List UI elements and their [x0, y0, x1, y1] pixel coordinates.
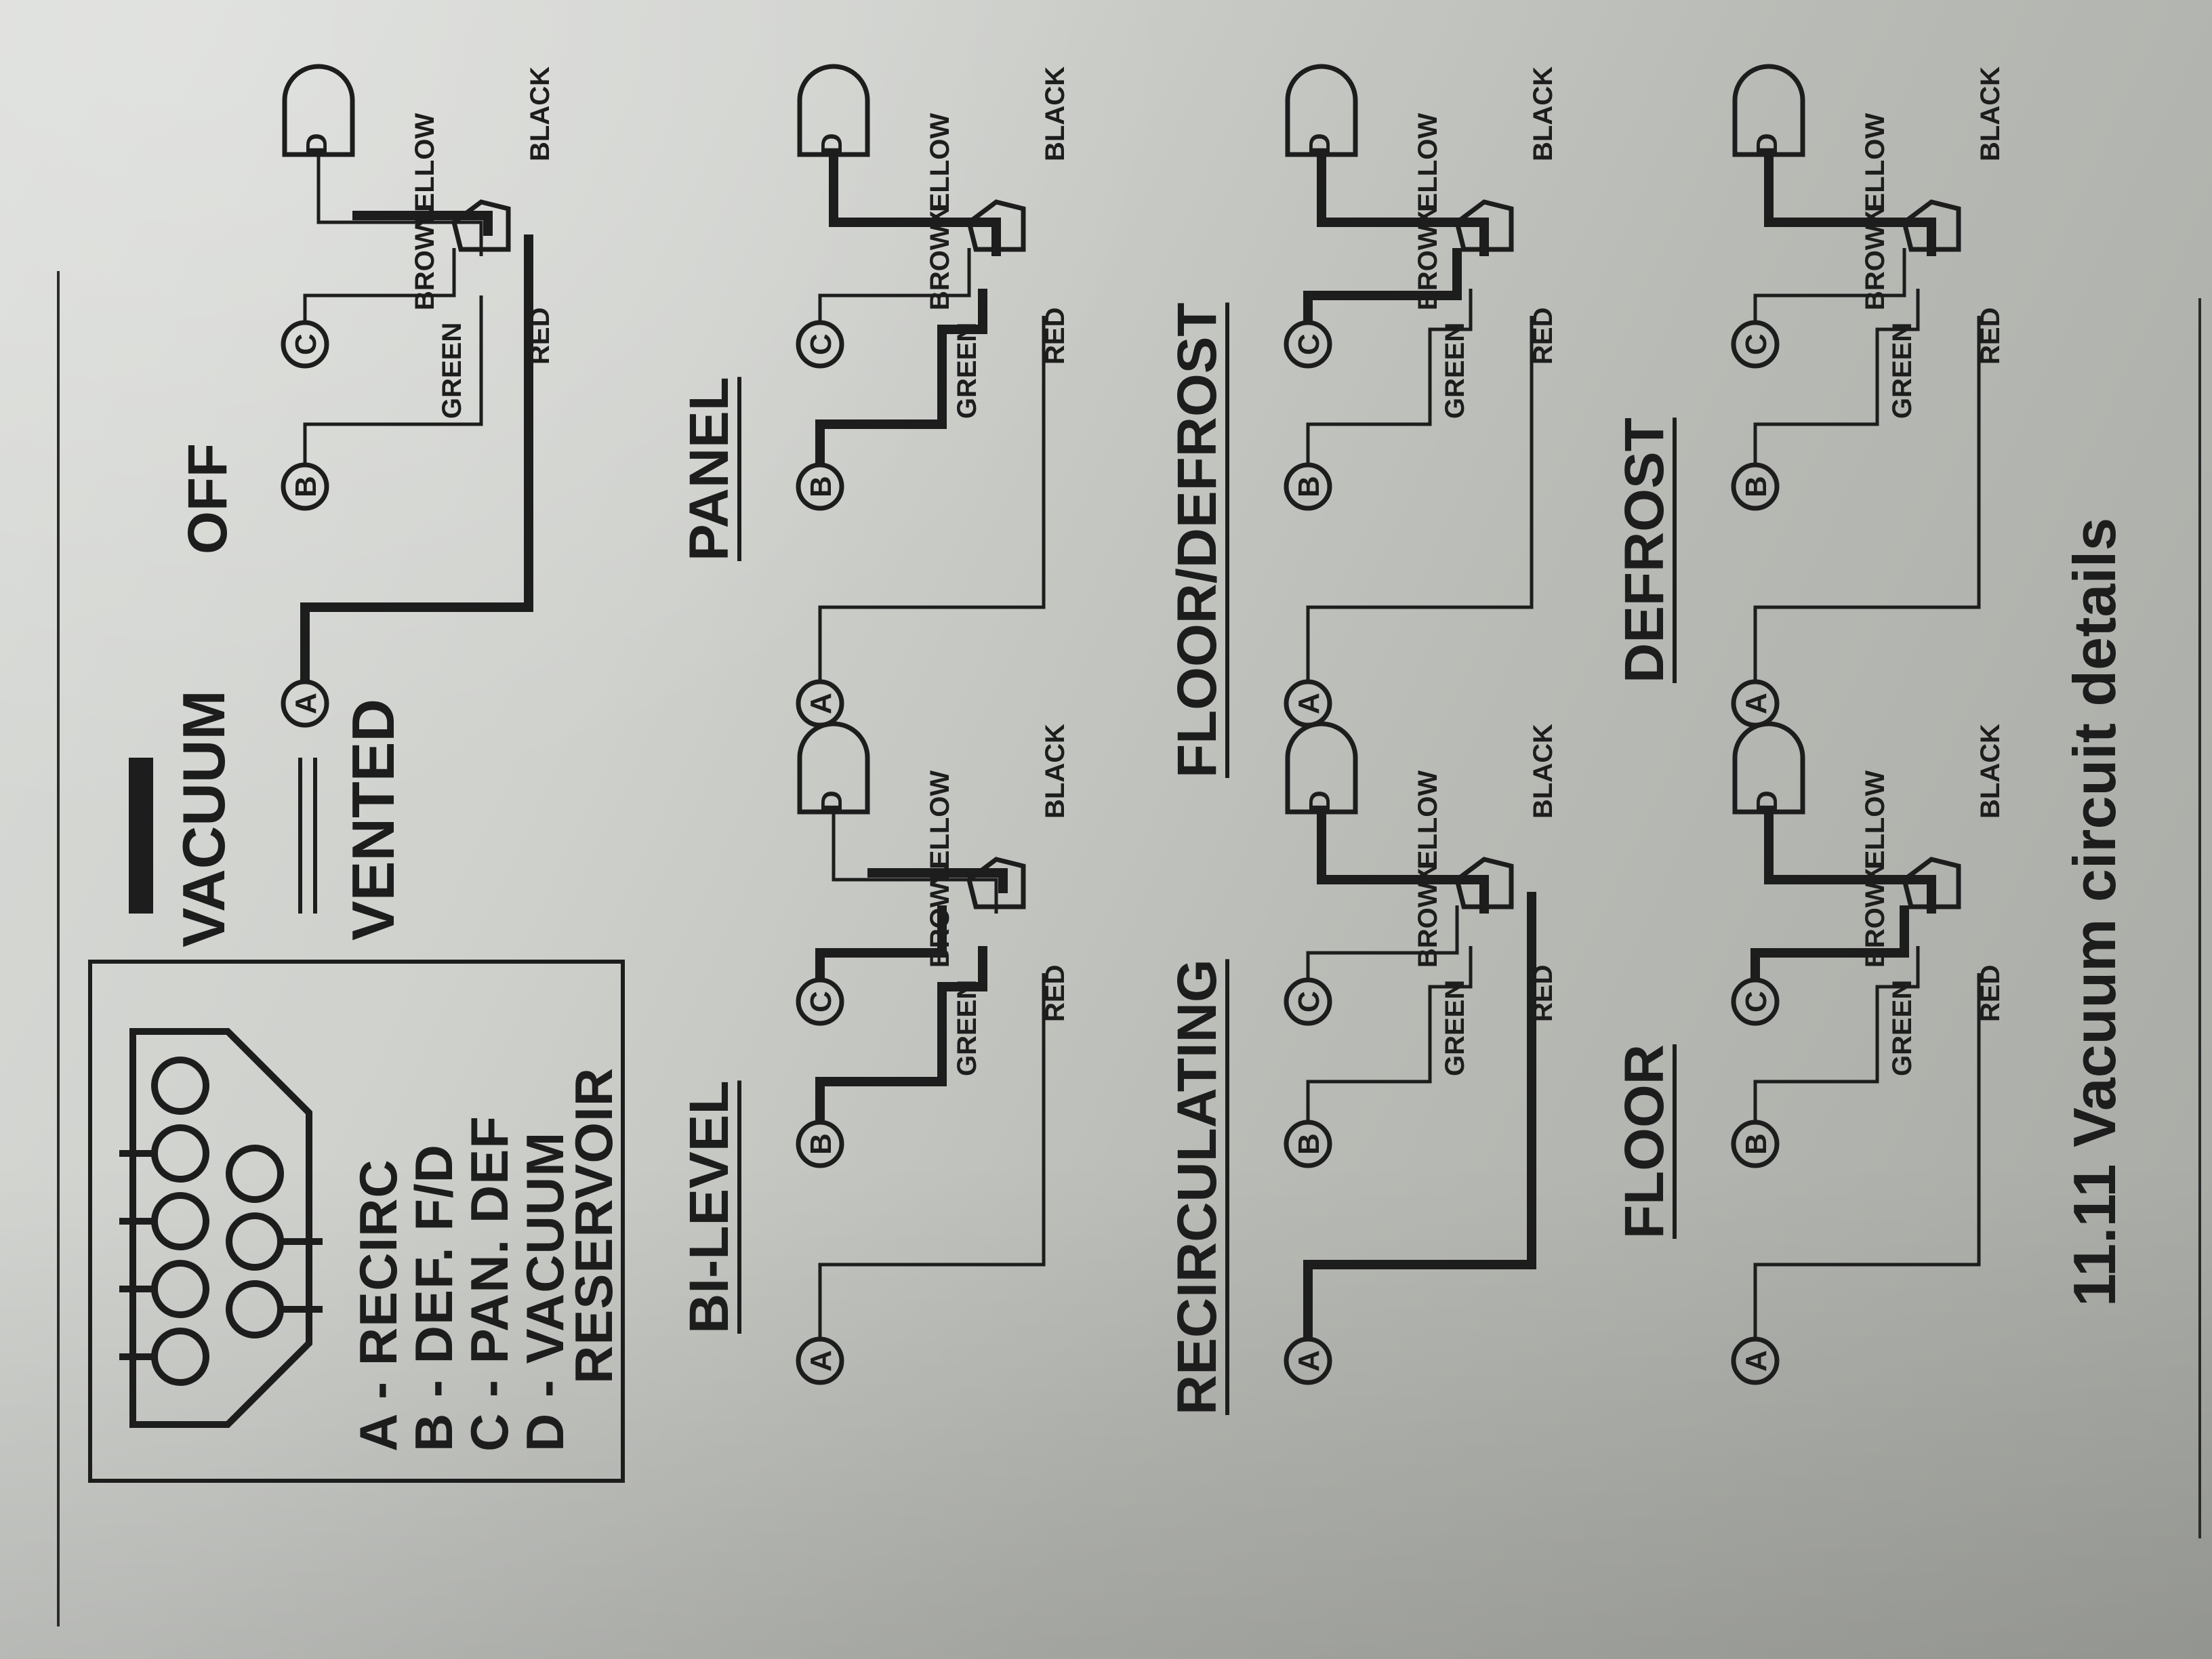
circuit-diagram-bi-level: D A B C GREEN BROWN YELLOW RED BLACK: [796, 721, 1070, 1385]
panel-defrost: D A B C GREEN BROWN YELLOW RED BLACK: [1708, 33, 2006, 744]
legend-box: A - RECIRC B - DEF. F/D C - PAN. DEF D -…: [88, 960, 625, 1483]
svg-text:A: A: [1292, 693, 1326, 714]
svg-text:BROWN: BROWN: [1860, 205, 1890, 310]
legend-line-b: B - DEF. F/D: [404, 1144, 464, 1452]
svg-text:BLACK: BLACK: [1975, 66, 2005, 161]
circuit-diagram-floor: D A B C GREEN BROWN YELLOW RED BLACK: [1731, 721, 2005, 1385]
svg-text:RED: RED: [1040, 965, 1070, 1022]
panel-title-defrost: DEFROST: [1614, 417, 1675, 683]
panel-title-floor: FLOOR: [1614, 1044, 1675, 1239]
svg-text:B: B: [1740, 1133, 1773, 1155]
wire-label-green: GREEN: [437, 323, 467, 419]
svg-text:A: A: [1740, 1350, 1773, 1372]
svg-text:B: B: [804, 476, 838, 497]
svg-text:RED: RED: [1975, 965, 2005, 1022]
svg-text:RED: RED: [1528, 308, 1558, 365]
svg-text:D: D: [815, 790, 848, 812]
svg-text:A: A: [804, 693, 838, 714]
svg-text:RED: RED: [1528, 965, 1558, 1022]
svg-text:C: C: [804, 991, 838, 1012]
wire-label-black: BLACK: [525, 66, 555, 161]
svg-text:A: A: [1740, 693, 1773, 714]
svg-text:GREEN: GREEN: [952, 980, 982, 1076]
svg-text:B: B: [1292, 1133, 1326, 1155]
svg-text:BLACK: BLACK: [1528, 66, 1558, 161]
panel-title-bi-level: BI-LEVEL: [678, 1080, 740, 1334]
svg-text:GREEN: GREEN: [1887, 980, 1917, 1076]
svg-text:BROWN: BROWN: [1413, 862, 1443, 968]
port-letter-b: B: [289, 476, 323, 497]
svg-text:YELLOW: YELLOW: [925, 771, 955, 886]
port-letter-a: A: [289, 693, 323, 714]
svg-text:BLACK: BLACK: [1528, 724, 1558, 819]
legend-line-a: A - RECIRC: [348, 1159, 408, 1452]
svg-text:YELLOW: YELLOW: [925, 113, 955, 229]
wire-label-yellow: YELLOW: [410, 113, 440, 229]
page-rule-bottom: [2198, 298, 2201, 1538]
svg-text:YELLOW: YELLOW: [1413, 113, 1443, 229]
key-vented-swatch: [298, 758, 317, 914]
panel-floor-defrost: D A B C GREEN BROWN YELLOW RED BLACK: [1261, 33, 1559, 744]
svg-text:YELLOW: YELLOW: [1413, 771, 1443, 886]
svg-text:YELLOW: YELLOW: [1860, 113, 1890, 229]
panel-bi-level: D A B C GREEN BROWN YELLOW RED BLACK: [773, 690, 1071, 1401]
figure-caption: 11.11 Vacuum circuit details: [2061, 517, 2128, 1307]
svg-text:BROWN: BROWN: [925, 205, 955, 310]
panel-off: D A B C GREEN BROWN YELLOW RED BLACK: [258, 33, 556, 744]
panel-recirculating: D A B C GREEN BROWN YELLOW RED BLACK: [1261, 690, 1559, 1401]
page-rule-top: [57, 271, 60, 1626]
circuit-diagram-panel: D A B C GREEN BROWN YELLOW RED BLACK: [796, 64, 1070, 728]
panel-title-recirculating: RECIRCULATING: [1166, 959, 1228, 1415]
panel-title-floor-defrost: FLOOR/DEFROST: [1166, 302, 1228, 778]
svg-text:RED: RED: [1040, 308, 1070, 365]
svg-text:C: C: [804, 333, 838, 355]
svg-text:BROWN: BROWN: [1860, 862, 1890, 968]
key-vacuum-label: VACUUM: [170, 690, 237, 947]
wire-label-red: RED: [525, 308, 555, 365]
panel-panel: D A B C GREEN BROWN YELLOW RED BLACK: [773, 33, 1071, 744]
svg-text:C: C: [1292, 991, 1326, 1012]
svg-text:RED: RED: [1975, 308, 2005, 365]
svg-text:D: D: [1303, 790, 1336, 812]
panel-title-off: OFF: [177, 443, 239, 554]
svg-text:BLACK: BLACK: [1975, 724, 2005, 819]
legend-line-reservoir: RESERVOIR: [564, 1067, 623, 1384]
svg-text:D: D: [1303, 133, 1336, 155]
wire-label-brown: BROWN: [410, 205, 440, 310]
svg-text:BLACK: BLACK: [1040, 66, 1070, 161]
svg-text:C: C: [1740, 333, 1773, 355]
port-letter-d: D: [300, 133, 333, 155]
svg-text:C: C: [1740, 991, 1773, 1012]
circuit-diagram-floor-defrost: D A B C GREEN BROWN YELLOW RED BLACK: [1284, 64, 1558, 728]
svg-text:BROWN: BROWN: [1413, 205, 1443, 310]
legend-line-c: C - PAN. DEF: [459, 1115, 519, 1452]
svg-text:GREEN: GREEN: [1440, 980, 1470, 1076]
svg-text:B: B: [1292, 476, 1326, 497]
svg-text:BLACK: BLACK: [1040, 724, 1070, 819]
port-letter-c: C: [289, 333, 323, 355]
svg-text:D: D: [1750, 790, 1784, 812]
circuit-diagram-defrost: D A B C GREEN BROWN YELLOW RED BLACK: [1731, 64, 2005, 728]
svg-text:GREEN: GREEN: [952, 323, 982, 419]
svg-text:GREEN: GREEN: [1887, 323, 1917, 419]
svg-text:A: A: [804, 1350, 838, 1372]
circuit-diagram-off: D A B C GREEN BROWN YELLOW RED BLACK: [281, 64, 555, 728]
panel-floor: D A B C GREEN BROWN YELLOW RED BLACK: [1708, 690, 2006, 1401]
svg-text:A: A: [1292, 1350, 1326, 1372]
key-vacuum-swatch: [129, 758, 153, 914]
svg-text:C: C: [1292, 333, 1326, 355]
svg-text:D: D: [815, 133, 848, 155]
connector-icon: [119, 1028, 323, 1428]
circuit-diagram-recirculating: D A B C GREEN BROWN YELLOW RED BLACK: [1284, 721, 1558, 1385]
svg-text:YELLOW: YELLOW: [1860, 771, 1890, 886]
svg-text:B: B: [1740, 476, 1773, 497]
panel-title-panel: PANEL: [678, 377, 740, 561]
svg-text:BROWN: BROWN: [925, 862, 955, 968]
svg-text:GREEN: GREEN: [1440, 323, 1470, 419]
svg-text:B: B: [804, 1133, 838, 1155]
svg-text:D: D: [1750, 133, 1784, 155]
